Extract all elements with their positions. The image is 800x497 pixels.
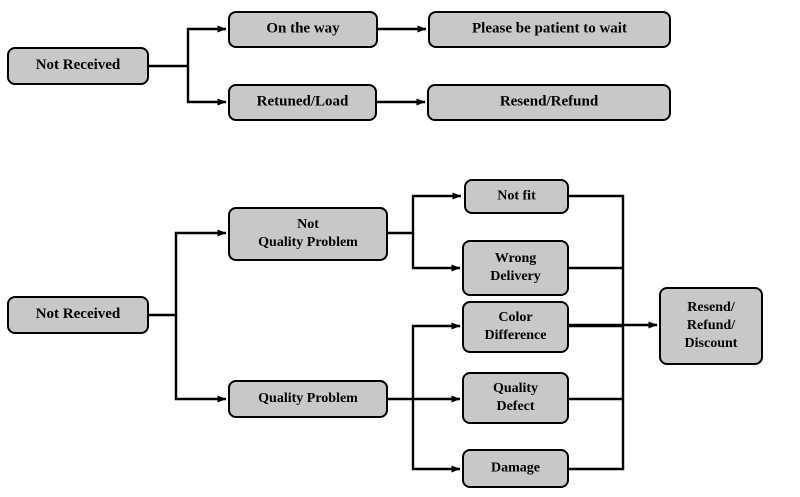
resend-refund-discount-label-line-1: Refund/ — [687, 318, 736, 333]
please-be-patient-to-wait-label: Please be patient to wait — [472, 21, 627, 37]
edge-nqp-to-not-fit — [387, 192, 462, 235]
wrong-delivery-label-line-0: Wrong — [495, 251, 537, 266]
not-fit-box[interactable] — [464, 179, 569, 214]
edge-not-received-to-on-the-way — [148, 25, 227, 68]
resend-refund-label: Resend/Refund — [500, 94, 599, 110]
not-received-root-2-label-line-0: Not Received — [36, 306, 121, 322]
quality-problem-box[interactable] — [228, 380, 388, 418]
edge-damage-to-bus — [568, 325, 625, 471]
resend-refund-discount-box[interactable] — [659, 287, 763, 365]
wrong-delivery-box[interactable] — [462, 240, 569, 296]
quality-problem-label: Quality Problem — [258, 391, 358, 406]
resend-refund-discount-label-line-2: Discount — [685, 336, 738, 351]
edge-nqp-to-wrong-delivery — [411, 233, 461, 272]
node-resend-refund-discount[interactable]: Resend/Refund/Discount — [659, 287, 763, 365]
please-be-patient-to-wait-label-line-0: Please be patient to wait — [472, 21, 627, 37]
node-not-fit[interactable]: Not fit — [464, 179, 569, 214]
not-received-quality-flow-edges — [148, 192, 658, 473]
damage-label-line-0: Damage — [491, 461, 540, 476]
color-difference-label-line-1: Difference — [485, 328, 547, 343]
resend-refund-box[interactable] — [427, 84, 671, 121]
not-received-root-2-box[interactable] — [7, 296, 149, 334]
resend-refund-discount-label: Resend/Refund/Discount — [685, 300, 738, 351]
node-quality-problem[interactable]: Quality Problem — [228, 380, 388, 418]
node-retuned-load[interactable]: Retuned/Load — [228, 84, 377, 121]
not-quality-problem-box[interactable] — [228, 207, 388, 261]
quality-defect-label-line-0: Quality — [493, 381, 538, 396]
edge-qp-to-damage — [411, 399, 461, 473]
color-difference-label-line-0: Color — [498, 310, 532, 325]
edges-layer — [148, 25, 658, 473]
on-the-way-box[interactable] — [228, 11, 378, 48]
wrong-delivery-label-line-1: Delivery — [490, 269, 541, 284]
not-received-root-label-line-0: Not Received — [36, 57, 121, 73]
node-resend-refund[interactable]: Resend/Refund — [427, 84, 671, 121]
edge-not-received-to-retuned — [186, 66, 227, 106]
not-fit-label-line-0: Not fit — [497, 189, 536, 204]
damage-box[interactable] — [462, 449, 569, 488]
not-received-delivery-flow-edges — [148, 25, 427, 106]
not-received-root-label: Not Received — [36, 57, 121, 73]
node-please-be-patient-to-wait[interactable]: Please be patient to wait — [428, 11, 671, 48]
resend-refund-discount-label-line-0: Resend/ — [687, 300, 736, 315]
quality-problem-label-line-0: Quality Problem — [258, 391, 358, 406]
node-on-the-way[interactable]: On the way — [228, 11, 378, 48]
edge-root2-to-quality-problem — [174, 315, 227, 403]
edge-not-fit-to-bus — [568, 194, 625, 325]
resend-refund-label-line-0: Resend/Refund — [500, 94, 599, 110]
color-difference-box[interactable] — [462, 301, 569, 353]
not-received-root-box[interactable] — [7, 47, 149, 85]
edge-qp-to-color-difference — [387, 322, 461, 401]
retuned-load-box[interactable] — [228, 84, 377, 121]
retuned-load-label-line-0: Retuned/Load — [257, 94, 349, 110]
quality-defect-label-line-1: Defect — [496, 399, 534, 414]
node-damage[interactable]: Damage — [462, 449, 569, 488]
not-fit-label: Not fit — [497, 189, 536, 204]
on-the-way-label: On the way — [266, 21, 340, 37]
retuned-load-label: Retuned/Load — [257, 94, 349, 110]
not-quality-problem-label-line-1: Quality Problem — [258, 235, 358, 250]
quality-defect-box[interactable] — [462, 372, 569, 424]
node-not-received-root[interactable]: Not Received — [7, 47, 149, 85]
not-quality-problem-label-line-0: Not — [297, 217, 319, 232]
on-the-way-label-line-0: On the way — [266, 21, 340, 37]
edge-root2-to-not-quality-problem — [148, 229, 227, 317]
damage-label: Damage — [491, 461, 540, 476]
not-received-root-2-label: Not Received — [36, 306, 121, 322]
node-not-received-root-2[interactable]: Not Received — [7, 296, 149, 334]
please-be-patient-to-wait-box[interactable] — [428, 11, 671, 48]
